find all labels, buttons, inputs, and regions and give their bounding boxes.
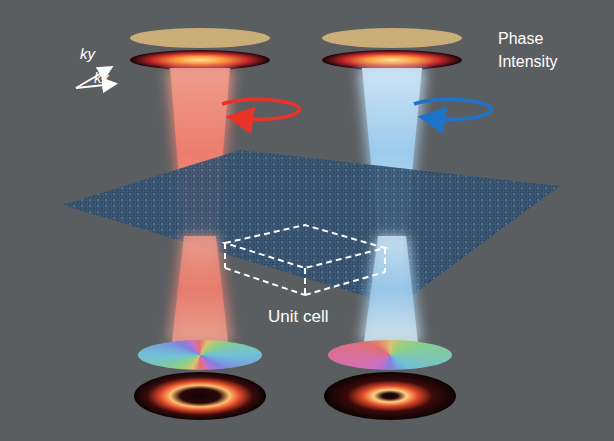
lcp-arrow bbox=[414, 99, 491, 119]
metasurface bbox=[62, 150, 560, 306]
intensity-plate bbox=[130, 50, 270, 70]
phase-plate bbox=[322, 28, 462, 48]
phase-label: Phase bbox=[498, 30, 543, 48]
intensity-plate bbox=[322, 50, 462, 70]
unit-cell-label: Unit cell bbox=[268, 308, 328, 327]
blue-beam bbox=[364, 236, 418, 342]
phase-disc bbox=[328, 340, 452, 370]
red-beam bbox=[172, 236, 228, 342]
donut-intensity bbox=[134, 372, 266, 420]
rcp-arrow bbox=[222, 99, 299, 119]
phase-disc bbox=[138, 340, 262, 370]
k-axes bbox=[76, 68, 114, 88]
ky-label: ky bbox=[80, 46, 95, 63]
phase-plate bbox=[130, 28, 270, 48]
beam-glow bbox=[168, 236, 232, 342]
kx-label: kx bbox=[94, 70, 109, 87]
unit-cell-box bbox=[225, 225, 385, 295]
donut-intensity bbox=[324, 372, 456, 420]
intensity-label: Intensity bbox=[498, 53, 558, 71]
